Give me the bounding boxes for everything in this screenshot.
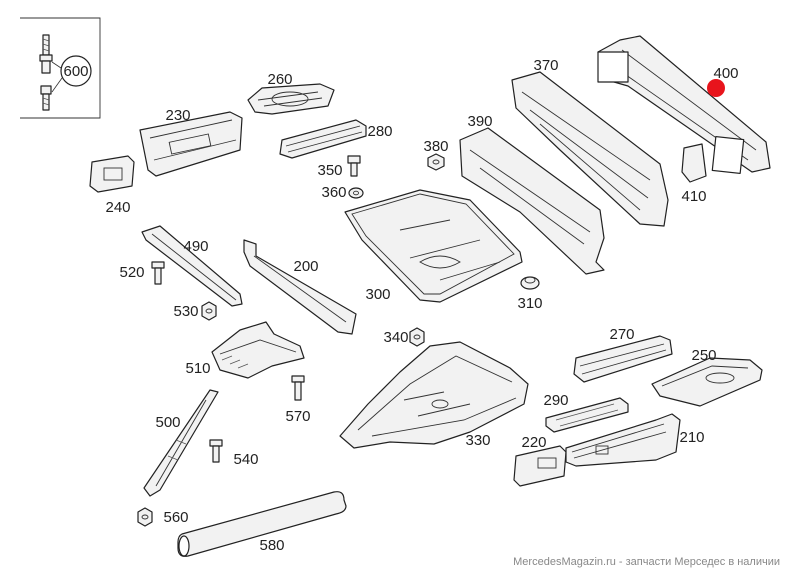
highlight-marker-400: [707, 79, 725, 97]
label-400: 400: [713, 65, 738, 82]
label-510: 510: [185, 360, 210, 377]
label-520: 520: [119, 264, 144, 281]
part-490: 490: [141, 225, 243, 307]
bolt-icon-upper: [39, 34, 53, 74]
label-570: 570: [285, 408, 310, 425]
part-210: 210: [565, 413, 705, 467]
part-240: 240: [89, 155, 135, 216]
part-290: 290: [543, 392, 629, 433]
label-530: 530: [173, 303, 198, 320]
part-410: 410: [681, 143, 707, 205]
label-270: 270: [609, 326, 634, 343]
part-350: 350: [317, 155, 361, 179]
label-490: 490: [183, 238, 208, 255]
part-330: 330: [339, 341, 529, 449]
part-310: 310: [517, 276, 543, 312]
label-370: 370: [533, 57, 558, 74]
part-230: 230: [139, 107, 243, 177]
label-340: 340: [383, 329, 408, 346]
part-570: 570: [285, 375, 311, 425]
part-560: 560: [137, 507, 189, 527]
label-200: 200: [293, 258, 318, 275]
label-240: 240: [105, 199, 130, 216]
label-410: 410: [681, 188, 706, 205]
part-370: 370: [511, 57, 669, 227]
label-230: 230: [165, 107, 190, 124]
part-380: 380: [423, 138, 449, 171]
part-260: 260: [247, 71, 335, 115]
label-260: 260: [267, 71, 292, 88]
part-250: 250: [651, 347, 763, 407]
label-210: 210: [679, 429, 704, 446]
watermark-footer: MercedesMagazin.ru - запчасти Мерседес в…: [513, 556, 780, 568]
part-280: 280: [279, 119, 393, 159]
label-220: 220: [521, 434, 546, 451]
label-330: 330: [465, 432, 490, 449]
label-350: 350: [317, 162, 342, 179]
label-540: 540: [233, 451, 258, 468]
bolt-icon-lower: [40, 85, 52, 111]
label-280: 280: [367, 123, 392, 140]
callout-circle-600: [60, 55, 92, 87]
inset-box-600: 600: [20, 17, 101, 119]
label-600: 600: [63, 63, 88, 80]
label-560: 560: [163, 509, 188, 526]
label-580: 580: [259, 537, 284, 554]
part-400: 400: [597, 35, 771, 174]
label-300: 300: [365, 286, 390, 303]
part-300: 300: [344, 189, 523, 303]
label-310: 310: [517, 295, 542, 312]
part-340: 340: [383, 327, 425, 347]
part-540: 540: [209, 439, 259, 468]
part-580: 580: [177, 491, 347, 557]
label-380: 380: [423, 138, 448, 155]
label-250: 250: [691, 347, 716, 364]
part-510: 510: [185, 321, 305, 379]
part-530: 530: [173, 301, 217, 321]
part-270: 270: [573, 326, 673, 383]
part-500: 500: [143, 389, 219, 497]
label-390: 390: [467, 113, 492, 130]
label-360: 360: [321, 184, 346, 201]
part-360: 360: [321, 184, 364, 201]
part-200: 200: [243, 239, 357, 335]
label-290: 290: [543, 392, 568, 409]
part-220: 220: [513, 434, 567, 487]
part-390: 390: [459, 113, 605, 275]
part-520: 520: [119, 261, 165, 285]
label-500: 500: [155, 414, 180, 431]
